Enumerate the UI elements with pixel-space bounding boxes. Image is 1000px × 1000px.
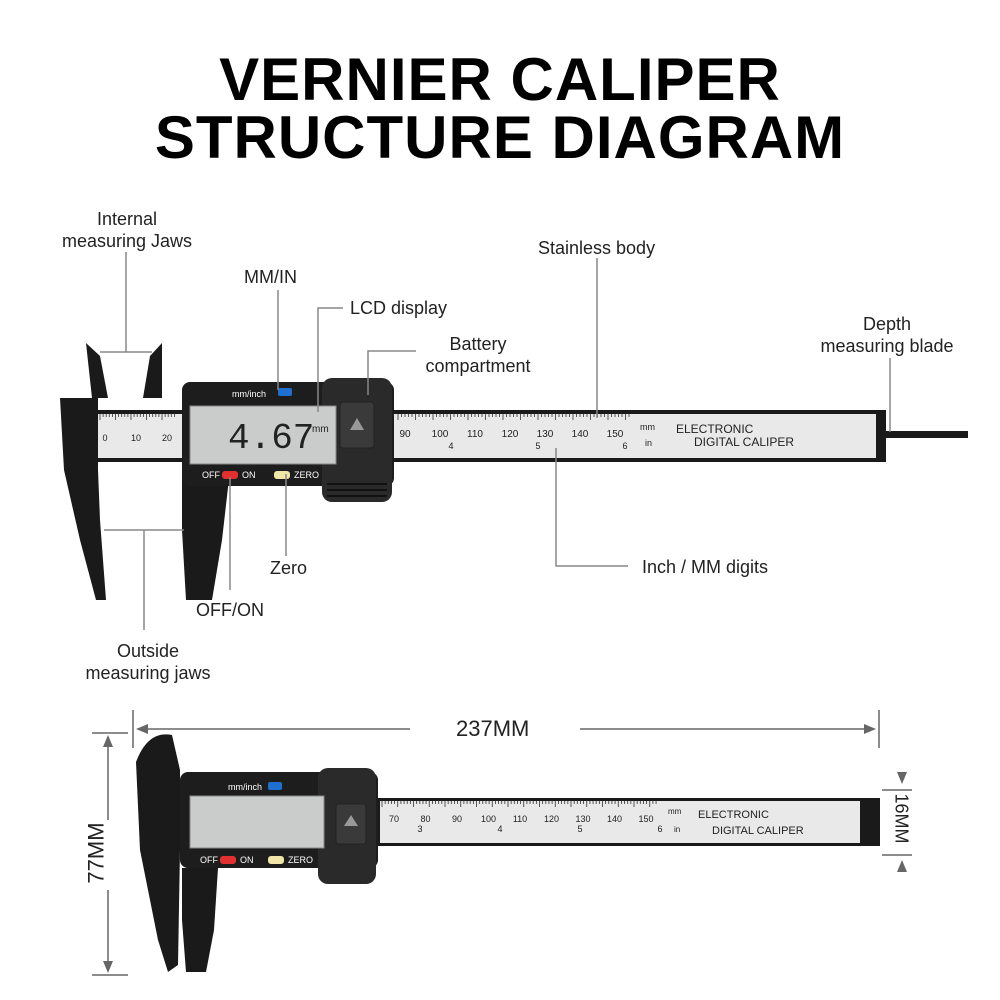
callout-depth-blade-line2: measuring blade — [820, 336, 954, 356]
bottom-outside-jaw — [182, 868, 218, 972]
bottom-scale-inch-label: 4 — [497, 824, 502, 834]
depth-blade — [884, 431, 968, 438]
lcd-reading-unit: mm — [312, 424, 329, 435]
dimension-width: 16MM — [891, 793, 912, 844]
scale-mm-label: 100 — [432, 429, 449, 440]
leader-lines — [100, 252, 891, 630]
zero-button[interactable] — [274, 471, 290, 479]
lcd-reading: 4.67 — [228, 418, 314, 459]
bottom-scale-mm-label: 70 — [389, 814, 399, 824]
scale-inch-label: 4 — [448, 441, 453, 451]
callout-internal-jaws-line1: Internal — [96, 209, 158, 229]
bottom-fixed-jaw — [136, 734, 180, 972]
scale-mm-label: 130 — [537, 429, 554, 440]
mm-inch-button[interactable] — [278, 388, 292, 396]
bottom-brand-line1: ELECTRONIC — [698, 809, 769, 821]
scale-mm-label: 0 — [102, 433, 107, 443]
callout-outside-jaws-line2: measuring jaws — [85, 663, 211, 683]
brand-line2: DIGITAL CALIPER — [694, 435, 794, 449]
unit-button-label: mm/inch — [232, 389, 266, 399]
bottom-scale-mm-label: 130 — [575, 814, 590, 824]
callout-stainless-body: Stainless body — [538, 238, 656, 258]
scale-mm-label: 150 — [607, 429, 624, 440]
callout-internal-jaws-line2: measuring Jaws — [61, 231, 193, 251]
bottom-caliper — [136, 734, 880, 972]
bottom-lcd — [189, 795, 325, 849]
callout-lcd-display: LCD display — [350, 298, 448, 318]
callout-zero: Zero — [270, 558, 308, 578]
bottom-scale-mm-label: 100 — [481, 814, 496, 824]
bottom-zero-label: ZERO — [288, 855, 313, 865]
callout-mm-in: MM/IN — [244, 267, 297, 287]
scale-mm-label: 90 — [399, 429, 411, 440]
scale-mm-unit: mm — [640, 422, 655, 432]
bottom-scale-mm-label: 80 — [420, 814, 430, 824]
bottom-scale-mm-label: 90 — [452, 814, 462, 824]
bottom-scale-mm-label: 150 — [638, 814, 653, 824]
scale-mm-label: 120 — [502, 429, 519, 440]
bottom-scale-mm-label: 120 — [544, 814, 559, 824]
bottom-brand-line2: DIGITAL CALIPER — [712, 825, 804, 837]
callout-off-on: OFF/ON — [196, 600, 264, 620]
bottom-scale-inch-label: 6 — [657, 824, 662, 834]
scale-in-unit: in — [645, 438, 652, 448]
dimension-height: 77MM — [83, 822, 109, 884]
callout-outside-jaws: Outside measuring jaws — [76, 640, 220, 684]
off-on-button[interactable] — [222, 471, 238, 479]
bottom-scale-in-unit: in — [674, 825, 680, 834]
dimension-lines — [92, 710, 912, 976]
scale-inch-label: 5 — [535, 441, 540, 451]
scale-mm-label: 110 — [467, 429, 483, 440]
sliding-outside-jaw — [182, 470, 230, 600]
callout-battery-line1: Battery — [449, 334, 507, 354]
off-label: OFF — [202, 470, 220, 480]
zero-label: ZERO — [294, 470, 319, 480]
dimension-length: 237MM — [456, 716, 530, 741]
brand-line1: ELECTRONIC — [676, 422, 754, 436]
callout-depth-blade-line1: Depth — [862, 314, 912, 334]
bottom-unit-button-label: mm/inch — [228, 782, 262, 792]
scale-inch-label: 6 — [622, 441, 627, 451]
bottom-scale-inch-label: 5 — [577, 824, 582, 834]
sliding-internal-jaw — [143, 343, 162, 398]
scale-mm-label: 140 — [572, 429, 589, 440]
bottom-off-label: OFF — [200, 855, 218, 865]
page-title-line1: VERNIER CALIPER — [219, 46, 781, 113]
bottom-scale-inch-label: 3 — [417, 824, 422, 834]
page-title-line2: STRUCTURE DIAGRAM — [154, 104, 846, 171]
bottom-scale-mm-label: 110 — [513, 814, 527, 824]
callout-internal-jaws: Internal measuring Jaws — [54, 208, 200, 252]
callout-battery: Battery compartment — [418, 333, 538, 377]
fixed-internal-jaw — [86, 343, 108, 398]
callout-depth-blade: Depth measuring blade — [812, 313, 962, 357]
scale-mm-label: 20 — [162, 433, 172, 443]
on-label: ON — [242, 470, 256, 480]
bottom-scale-mm-unit: mm — [668, 807, 682, 816]
top-caliper — [60, 343, 968, 600]
callout-inch-mm-digits: Inch / MM digits — [642, 557, 769, 577]
bottom-scale-mm-label: 140 — [607, 814, 622, 824]
callout-outside-jaws-line1: Outside — [116, 641, 180, 661]
lcd-display — [189, 405, 337, 465]
callout-battery-line2: compartment — [425, 356, 531, 376]
fixed-jaw — [60, 398, 106, 600]
bottom-on-label: ON — [240, 855, 254, 865]
scale-mm-label: 10 — [131, 433, 141, 443]
